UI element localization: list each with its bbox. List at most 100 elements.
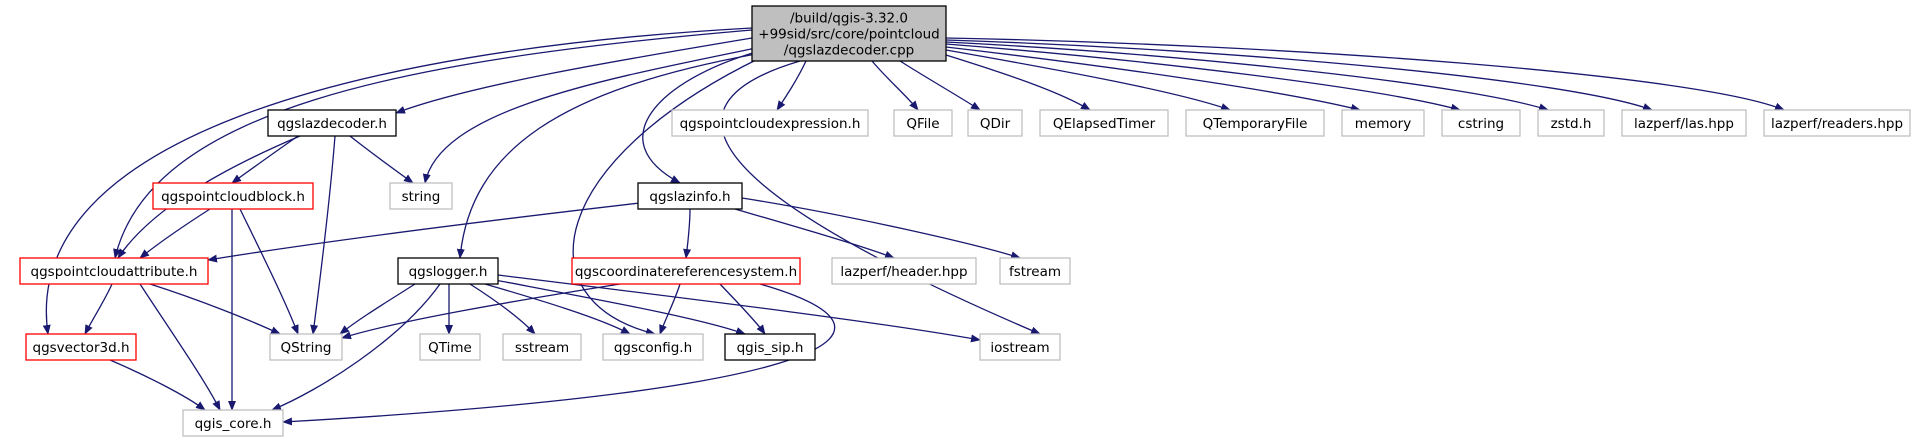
- edge-qgspointcloudattribute_h-to-qgsvector3d_h: [84, 283, 113, 335]
- node-box: [1763, 109, 1911, 137]
- node-qgscoordinatereferencesystem-h[interactable]: qgscoordinatereferencesystem.h: [571, 257, 801, 285]
- node-box: [152, 182, 314, 210]
- node-qgsconfig-h: qgsconfig.h: [602, 333, 704, 361]
- edge-qgspointcloudblock_h-to-qgspointcloudattribute_h: [139, 208, 211, 259]
- node-label: zstd.h: [1551, 116, 1592, 132]
- node-qgslogger-h[interactable]: qgslogger.h: [397, 257, 499, 285]
- node-qgspointcloudexpression-h: qgspointcloudexpression.h: [671, 109, 869, 137]
- node-zstd-h: zstd.h: [1537, 109, 1605, 137]
- node-label: cstring: [1458, 116, 1504, 132]
- node-qgsvector3d-h[interactable]: qgsvector3d.h: [25, 333, 137, 361]
- node-qgspointcloudattribute-h[interactable]: qgspointcloudattribute.h: [19, 257, 209, 285]
- edge-qgscoordinatereferencesystem_h-to-qgsconfig_h: [659, 283, 681, 335]
- node-label: QTemporaryFile: [1203, 116, 1308, 132]
- edge-root-to-readers_hpp: [945, 37, 1785, 111]
- node-label: qgis_sip.h: [737, 340, 804, 356]
- edge-qgspointcloudattribute_h-to-QString: [149, 283, 281, 335]
- node-box: [419, 333, 481, 361]
- node-las-hpp: lazperf/las.hpp: [1621, 109, 1747, 137]
- node-box: [267, 109, 397, 137]
- node-qgis-sip-h[interactable]: qgis_sip.h: [724, 333, 816, 361]
- node-string: string: [389, 182, 453, 210]
- edge-qgslazinfo_h-to-qgscoordinatereferencesystem_h: [683, 208, 692, 259]
- edge-root-to-QDir: [899, 60, 981, 111]
- node-qgslazdecoder-h[interactable]: qgslazdecoder.h: [267, 109, 397, 137]
- node-label: string: [402, 189, 441, 205]
- edge-qgspointcloudattribute_h-to-qgis_core_h: [139, 283, 221, 411]
- edge-root-to-iostream: [721, 60, 1041, 335]
- edge-root-to-qgsconfig_h: [572, 57, 761, 336]
- node-label: fstream: [1009, 264, 1061, 280]
- node-label: QDir: [980, 116, 1011, 132]
- node-box: [1441, 109, 1521, 137]
- node-qgslazinfo-h[interactable]: qgslazinfo.h: [637, 182, 743, 210]
- node-box: [751, 5, 947, 62]
- edge-qgscoordinatereferencesystem_h-to-qgis_sip_h: [719, 283, 766, 335]
- node-label: qgsconfig.h: [614, 340, 692, 356]
- node-label: iostream: [990, 340, 1049, 356]
- node-label: /qgslazdecoder.cpp: [784, 43, 914, 59]
- node-label: sstream: [515, 340, 569, 356]
- node-label: QFile: [906, 116, 939, 132]
- node-box: [979, 333, 1061, 361]
- node-header-hpp: lazperf/header.hpp: [831, 257, 977, 285]
- edge-qgslogger_h-to-qgis_sip_h: [494, 279, 746, 335]
- node-box: [1185, 109, 1325, 137]
- node-qgis-core-h: qgis_core.h: [182, 409, 284, 437]
- node-label: QTime: [428, 340, 472, 356]
- edge-qgslazinfo_h-to-fstream: [741, 197, 1021, 260]
- node-box: [25, 333, 137, 361]
- node-label: QString: [281, 340, 332, 356]
- edge-qgslogger_h-to-qgsconfig_h: [484, 283, 631, 335]
- node-box: [671, 109, 869, 137]
- node-label: qgspointcloudblock.h: [161, 189, 305, 205]
- node-box: [389, 182, 453, 210]
- node-label: qgslazdecoder.h: [277, 116, 387, 132]
- node-box: [1537, 109, 1605, 137]
- nodes-layer: /build/qgis-3.32.0+99sid/src/core/pointc…: [19, 5, 1911, 437]
- edge-qgscoordinatereferencesystem_h-to-QString: [341, 283, 621, 340]
- node-box: [19, 257, 209, 285]
- node-label: qgis_core.h: [195, 416, 272, 432]
- node-label: qgsvector3d.h: [33, 340, 130, 356]
- node-box: [269, 333, 343, 361]
- node-qgspointcloudblock-h[interactable]: qgspointcloudblock.h: [152, 182, 314, 210]
- edge-qgspointcloudblock_h-to-QString: [239, 208, 299, 335]
- node-label: +99sid/src/core/pointcloud: [758, 27, 939, 43]
- node-box: [637, 182, 743, 210]
- node-label: memory: [1355, 116, 1411, 132]
- node-QString: QString: [269, 333, 343, 361]
- edge-root-to-qgslazinfo_h: [642, 51, 757, 184]
- node-fstream: fstream: [999, 257, 1071, 285]
- node-root[interactable]: /build/qgis-3.32.0+99sid/src/core/pointc…: [751, 5, 947, 62]
- node-box: [724, 333, 816, 361]
- edge-qgsvector3d_h-to-qgis_core_h: [109, 359, 206, 411]
- node-label: lazperf/readers.hpp: [1771, 116, 1903, 132]
- edge-qgslogger_h-to-QString: [339, 283, 416, 335]
- node-box: [967, 109, 1023, 137]
- edge-qgslazinfo_h-to-header_hpp: [734, 208, 895, 259]
- node-box: [1341, 109, 1425, 137]
- node-label: lazperf/las.hpp: [1634, 116, 1734, 132]
- node-box: [1621, 109, 1747, 137]
- edge-qgslogger_h-to-iostream: [497, 274, 981, 343]
- edge-root-to-cstring: [945, 43, 1461, 112]
- edges-layer: [42, 27, 1785, 426]
- node-QElapsedTimer: QElapsedTimer: [1039, 109, 1169, 137]
- node-QTime: QTime: [419, 333, 481, 361]
- node-QFile: QFile: [893, 109, 953, 137]
- node-label: qgslazinfo.h: [649, 189, 730, 205]
- edge-root-to-string: [422, 47, 757, 184]
- node-iostream: iostream: [979, 333, 1061, 361]
- node-box: [999, 257, 1071, 285]
- node-readers-hpp: lazperf/readers.hpp: [1763, 109, 1911, 137]
- edge-root-to-QTemporaryFile: [945, 49, 1231, 111]
- node-label: qgspointcloudexpression.h: [680, 116, 861, 132]
- edge-qgslogger_h-to-sstream: [469, 283, 536, 335]
- node-box: [397, 257, 499, 285]
- node-box: [502, 333, 582, 361]
- node-label: qgslogger.h: [409, 264, 488, 280]
- node-label: qgscoordinatereferencesystem.h: [575, 264, 797, 280]
- node-label: /build/qgis-3.32.0: [790, 11, 908, 27]
